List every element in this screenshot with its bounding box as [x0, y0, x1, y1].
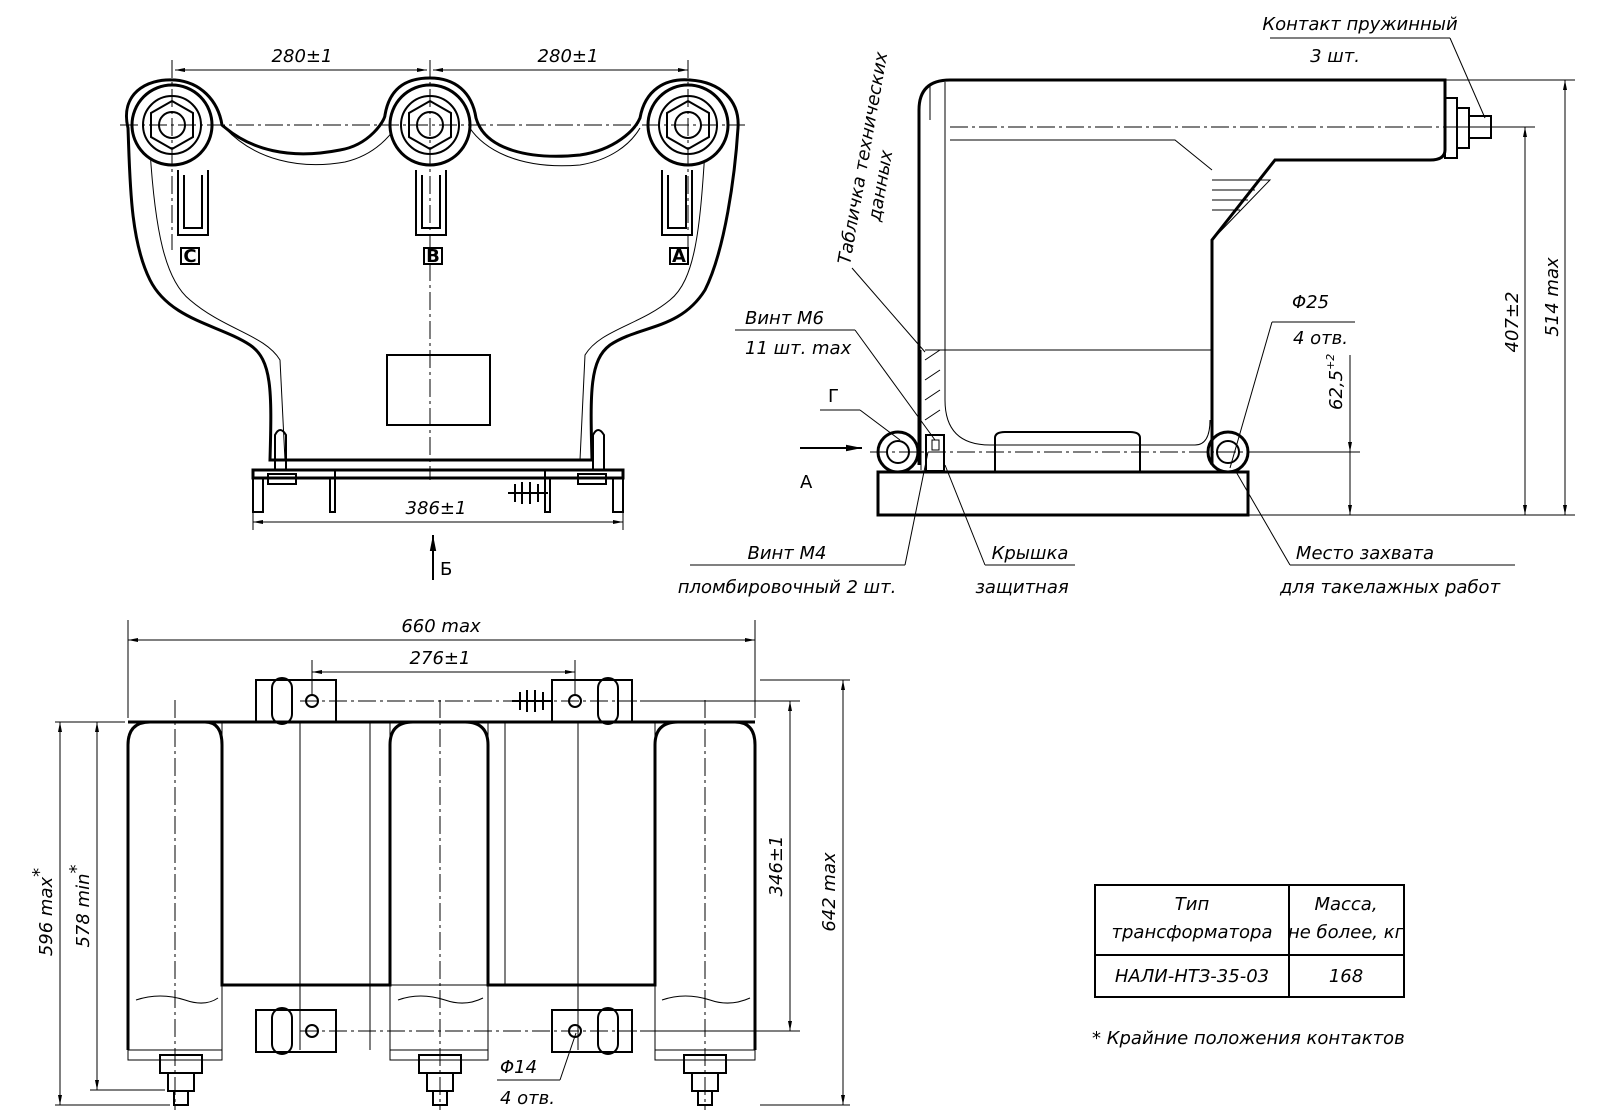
view-label-a: А [800, 472, 813, 493]
phase-label-c: C [183, 246, 196, 267]
front-view-base [251, 468, 625, 480]
dim-front-base-width: 386±1 [406, 498, 467, 519]
protective-cover [925, 434, 945, 472]
svg-text:62,5+2: 62,5+2 [1324, 354, 1347, 410]
dim-plan-hole-diameter: Φ14 [500, 1057, 537, 1078]
callout-screw-m4-line2: пломбировочный 2 шт. [678, 577, 897, 598]
callout-spring-contact-line1: Контакт пружинный [1262, 14, 1458, 35]
dim-plan-overall-depth: 642 max [819, 852, 840, 932]
side-view-base [876, 470, 1250, 517]
dim-side-hole-height-tolerance: +2 [1324, 354, 1337, 370]
view-label-g: Г [828, 386, 839, 407]
dim-plan-height-596: 596 max [36, 877, 57, 957]
front-earth-bolt [508, 482, 548, 504]
dim-side-height-407: 407±2 [1502, 292, 1523, 353]
dim-plan-mount-span: 276±1 [410, 648, 471, 669]
table-cell-mass: 168 [1329, 966, 1363, 987]
front-view-inner-outline [149, 119, 706, 461]
table-header-type-line2: трансформатора [1112, 922, 1273, 943]
callout-lifting-line1: Место захвата [1296, 543, 1434, 564]
phase-label-a: A [672, 246, 686, 267]
table-header-mass-line2: не более, кг [1288, 922, 1405, 943]
dim-plan-height-578-mark: * [66, 864, 87, 873]
dim-plan-overall-width: 660 max [401, 616, 481, 637]
dim-side-hole-height: 62,5 [1326, 370, 1347, 410]
phase-label-b: B [426, 246, 440, 267]
front-view: C B A [120, 60, 745, 513]
table-header-type-line1: Тип [1175, 894, 1210, 915]
dim-plan-height-578: 578 min [73, 873, 94, 947]
bracket-middle [415, 170, 447, 236]
callout-cover-line1: Крышка [992, 543, 1069, 564]
side-view-housing [917, 78, 1447, 465]
front-view-housing [125, 76, 740, 462]
side-view [870, 78, 1510, 517]
callout-lifting-line2: для такелажных работ [1279, 577, 1501, 598]
dim-side-height-514: 514 max [1542, 257, 1563, 337]
dim-side-hole-diameter: Φ25 [1292, 292, 1329, 313]
table-cell-type: НАЛИ-НТЗ-35-03 [1115, 966, 1269, 987]
front-view-dimensions: 280±1 280±1 386±1 Б [175, 46, 688, 580]
callout-cover-line2: защитная [975, 577, 1069, 598]
callout-screw-m6-line2: 11 шт. max [745, 338, 852, 359]
dim-side-hole-count: 4 отв. [1293, 328, 1348, 349]
dim-top-right-span: 280±1 [538, 46, 599, 67]
callout-spring-contact-line2: 3 шт. [1310, 46, 1360, 67]
front-base-feet [252, 470, 624, 513]
table-header-mass-line1: Масса, [1314, 894, 1377, 915]
view-label-b: Б [440, 559, 452, 580]
dim-plan-hole-count: 4 отв. [500, 1088, 555, 1109]
mass-table: Тип трансформатора Масса, не более, кг Н… [1094, 884, 1405, 998]
dim-plan-mount-depth: 346±1 [766, 836, 787, 897]
dim-plan-height-596-mark: * [29, 868, 50, 877]
plan-view [126, 677, 800, 1110]
callout-screw-m4-line1: Винт М4 [747, 543, 826, 564]
svg-text:596 max*: 596 max* [29, 868, 57, 956]
dim-top-left-span: 280±1 [272, 46, 333, 67]
plan-terminal-nut-left [159, 1054, 203, 1106]
footnote: * Крайние положения контактов [1092, 1028, 1405, 1049]
callout-screw-m6-line1: Винт М6 [745, 308, 824, 329]
plan-view-dimensions: 660 max 276±1 596 max* 578 min* 346±1 64… [29, 616, 850, 1109]
svg-text:578 min*: 578 min* [66, 864, 94, 947]
bracket-left [177, 170, 209, 236]
bracket-right [661, 170, 693, 236]
plan-view-body [126, 720, 757, 1050]
front-nameplate [386, 354, 491, 426]
